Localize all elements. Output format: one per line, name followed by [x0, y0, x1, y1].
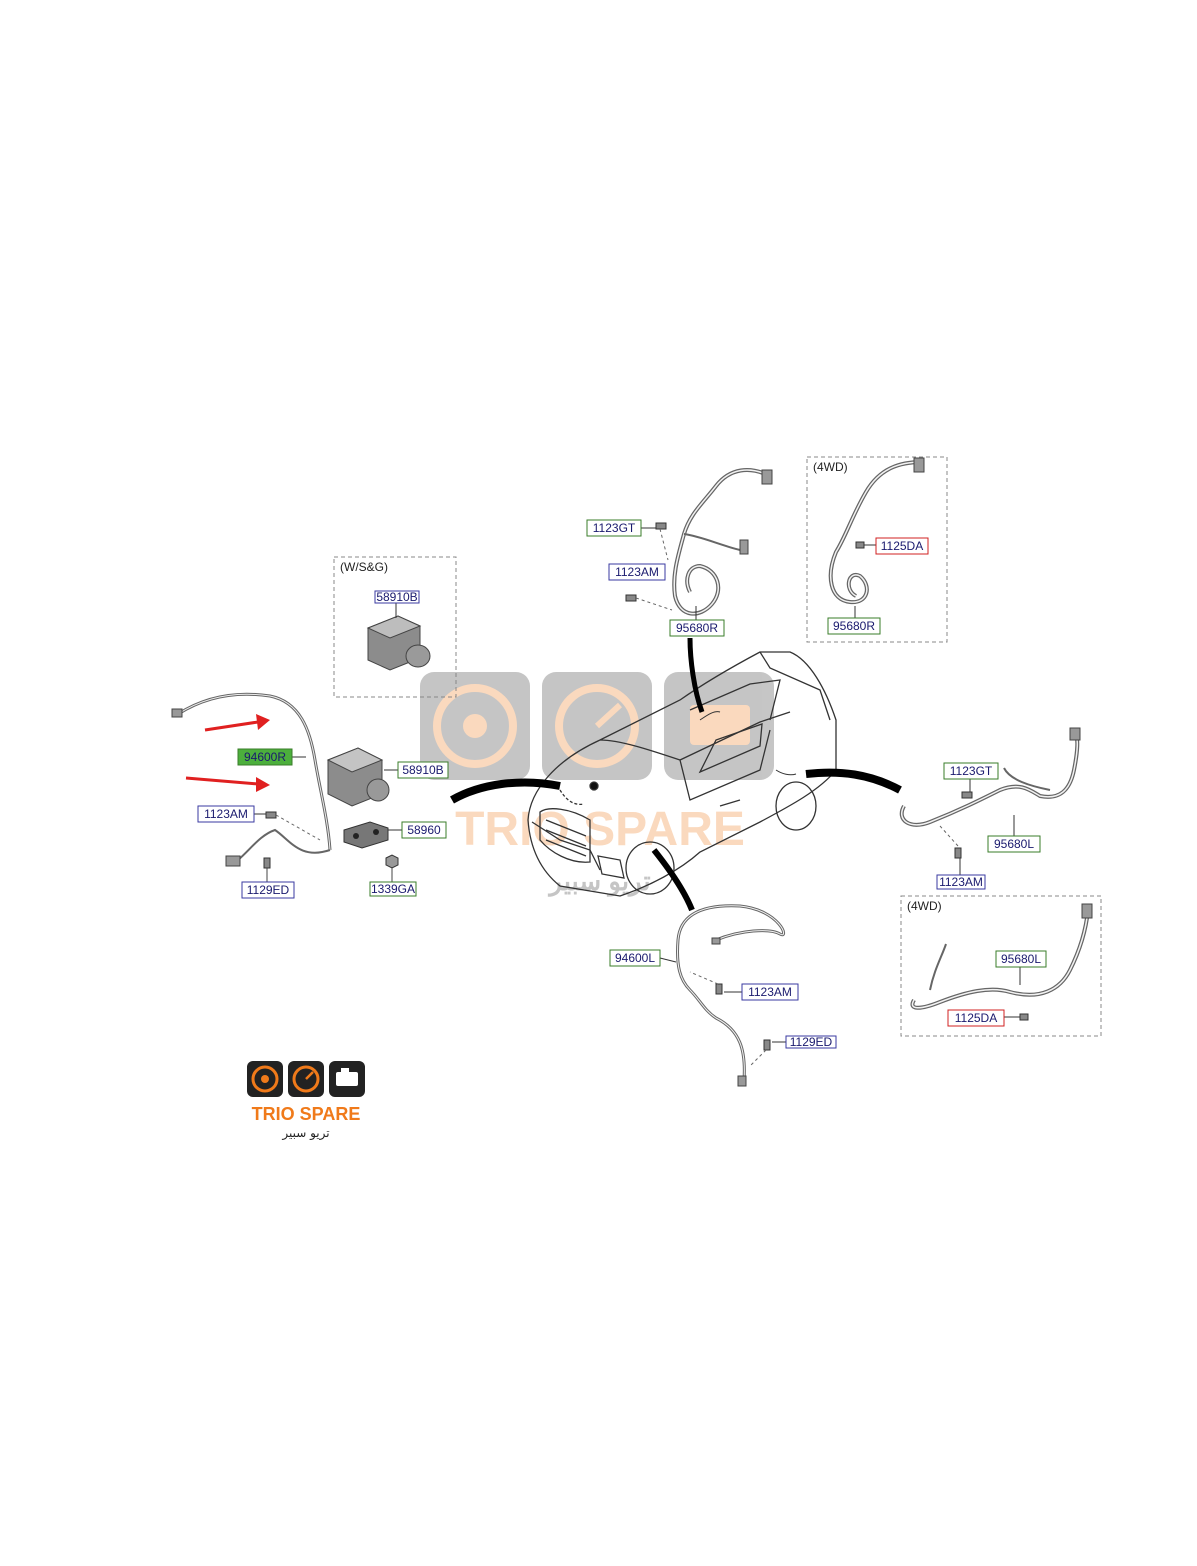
part-label-1123GT-right[interactable]: 1123GT	[943, 762, 999, 780]
svg-text:58910B: 58910B	[376, 590, 417, 604]
part-label-95680L[interactable]: 95680L	[987, 835, 1041, 853]
svg-text:95680L: 95680L	[994, 837, 1034, 851]
part-label-94600L[interactable]: 94600L	[609, 949, 661, 967]
rear-sensor-left-assembly	[899, 727, 1081, 859]
rear-sensor-right-assembly	[625, 468, 773, 616]
svg-text:58910B: 58910B	[402, 763, 443, 777]
leader-curve-bottom	[651, 848, 695, 912]
svg-text:94600L: 94600L	[615, 951, 655, 965]
abs-bracket-drawing	[343, 821, 389, 849]
svg-text:1123AM: 1123AM	[939, 875, 983, 889]
hydraulic-unit-ws-drawing	[366, 604, 431, 671]
red-arrow-1	[204, 714, 270, 732]
engine-icon	[329, 1061, 365, 1097]
part-label-94600R[interactable]: 94600R	[237, 748, 293, 766]
leader-curve-right	[805, 768, 902, 794]
leader-curve-left	[450, 778, 561, 804]
part-label-95680R[interactable]: 95680R	[669, 619, 725, 637]
part-label-1123AM-right[interactable]: 1123AM	[936, 874, 986, 890]
svg-text:58960: 58960	[407, 823, 441, 837]
svg-text:1123AM: 1123AM	[204, 807, 248, 821]
front-sensor-left-assembly	[676, 904, 786, 1087]
group-ws-g: (W/S&G)	[333, 556, 457, 698]
part-label-1123GT-top[interactable]: 1123GT	[586, 519, 642, 537]
speedometer-icon	[288, 1061, 324, 1097]
part-label-1123AM-bottom[interactable]: 1123AM	[741, 983, 799, 1001]
svg-text:1123AM: 1123AM	[748, 985, 792, 999]
nut-drawing	[385, 854, 399, 869]
vehicle-drawing	[527, 651, 837, 897]
svg-text:1123GT: 1123GT	[950, 764, 993, 778]
logo-brand: TRIO SPARE	[252, 1104, 361, 1124]
group-4wd-top-caption: (4WD)	[813, 460, 848, 474]
part-label-1123AM-left[interactable]: 1123AM	[197, 805, 255, 823]
group-4wd-top: (4WD)	[806, 456, 948, 643]
group-4wd-bottom: (4WD)	[900, 895, 1102, 1037]
svg-text:95680L: 95680L	[1001, 952, 1041, 966]
part-label-95680L-4wd[interactable]: 95680L	[995, 950, 1047, 968]
svg-text:1339GA: 1339GA	[371, 882, 415, 896]
part-label-58910B-ws[interactable]: 58910B	[374, 590, 420, 604]
svg-text:1123GT: 1123GT	[593, 521, 636, 535]
abs-hydraulic-unit-drawing	[326, 747, 390, 807]
part-label-1123AM-top[interactable]: 1123AM	[608, 563, 666, 581]
watermark: TRIO SPARE تريو سبير	[420, 672, 774, 897]
part-label-58960[interactable]: 58960	[401, 821, 447, 839]
part-label-95680R-4wd[interactable]: 95680R	[827, 617, 881, 635]
brake-disc-icon	[247, 1061, 283, 1097]
svg-text:1125DA: 1125DA	[881, 539, 923, 553]
svg-text:1129ED: 1129ED	[247, 883, 290, 897]
svg-text:94600R: 94600R	[244, 750, 286, 764]
left-assembly	[171, 692, 399, 882]
bolt-left-drawing	[265, 811, 321, 841]
svg-text:1129ED: 1129ED	[790, 1035, 833, 1049]
part-label-58910B[interactable]: 58910B	[397, 761, 449, 779]
svg-text:95680R: 95680R	[676, 621, 718, 635]
watermark-brand: TRIO SPARE	[455, 803, 745, 856]
leader-curve-top	[687, 637, 705, 713]
part-label-1129ED-left[interactable]: 1129ED	[241, 881, 295, 899]
part-label-1129ED-bottom[interactable]: 1129ED	[785, 1035, 837, 1049]
svg-text:1125DA: 1125DA	[955, 1011, 997, 1025]
logo-arabic: تريو سبير	[281, 1126, 329, 1141]
part-label-1339GA[interactable]: 1339GA	[369, 881, 417, 897]
bolt-1129ed-left-drawing	[263, 857, 271, 882]
group-4wd-bottom-caption: (4WD)	[907, 899, 942, 913]
part-label-1125DA-bottom[interactable]: 1125DA	[947, 1009, 1005, 1027]
group-ws-g-caption: (W/S&G)	[340, 560, 388, 574]
part-label-1125DA-top[interactable]: 1125DA	[875, 537, 929, 555]
brand-logo: TRIO SPARE تريو سبير	[247, 1061, 365, 1141]
svg-text:1123AM: 1123AM	[615, 565, 659, 579]
svg-text:95680R: 95680R	[833, 619, 875, 633]
red-arrow-2	[185, 776, 270, 792]
watermark-arabic: تريو سبير	[547, 866, 650, 897]
